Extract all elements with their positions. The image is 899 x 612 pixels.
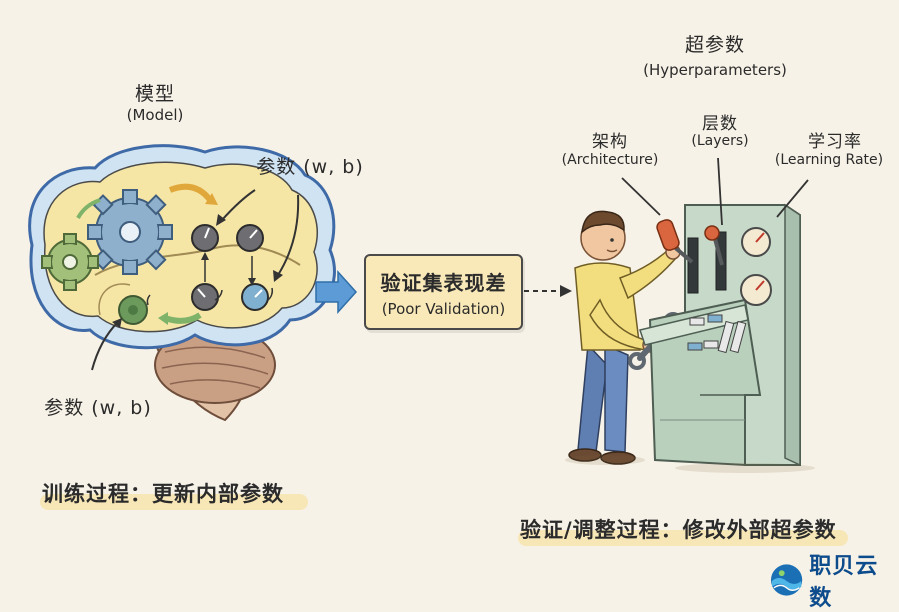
knob-icon bbox=[241, 283, 269, 311]
caption-right-highlight bbox=[518, 530, 848, 546]
architecture-title: 架构 bbox=[592, 132, 628, 152]
control-panel bbox=[621, 157, 809, 467]
caption-right: 验证/调整过程：修改外部超参数 bbox=[520, 518, 837, 542]
layers-title: 层数 bbox=[702, 114, 738, 134]
knob-icon bbox=[191, 224, 219, 252]
model-title: 模型 bbox=[134, 83, 175, 105]
hyper-title: 超参数 bbox=[684, 34, 745, 56]
model-subtitle: (Model) bbox=[126, 106, 184, 124]
logo: 职贝云数 bbox=[770, 548, 899, 612]
learning-rate-title: 学习率 bbox=[808, 132, 862, 152]
params-bottom-label: 参数 (w, b) bbox=[44, 397, 152, 419]
params-top-label: 参数 (w, b) bbox=[256, 156, 364, 178]
gear-icon bbox=[41, 233, 99, 291]
validation-title: 验证集表现差 bbox=[380, 270, 507, 295]
gauge-icon bbox=[740, 274, 772, 306]
learning-rate-subtitle: (Learning Rate) bbox=[774, 152, 884, 168]
knob-icon bbox=[191, 283, 219, 311]
caption-left: 训练过程：更新内部参数 bbox=[42, 482, 284, 506]
logo-text: 职贝云数 bbox=[809, 554, 879, 611]
poor-validation-box: 验证集表现差 (Poor Validation) bbox=[364, 254, 523, 330]
dashed-arrow-icon bbox=[524, 285, 572, 297]
illustration bbox=[28, 144, 815, 473]
gear-icon bbox=[87, 189, 173, 275]
architecture-subtitle: (Architecture) bbox=[561, 152, 659, 168]
brain-illustration bbox=[28, 144, 336, 422]
gear-icon bbox=[118, 295, 148, 325]
hyper-subtitle: (Hyperparameters) bbox=[643, 61, 787, 79]
knob-icon bbox=[236, 224, 264, 252]
gauge-icon bbox=[741, 227, 771, 257]
caption-left-highlight bbox=[40, 494, 308, 510]
arrow-right-icon bbox=[315, 270, 358, 314]
validation-subtitle: (Poor Validation) bbox=[381, 299, 506, 318]
engineer-figure bbox=[568, 210, 681, 465]
layers-subtitle: (Layers) bbox=[691, 133, 749, 149]
wave-globe-icon bbox=[770, 564, 803, 596]
